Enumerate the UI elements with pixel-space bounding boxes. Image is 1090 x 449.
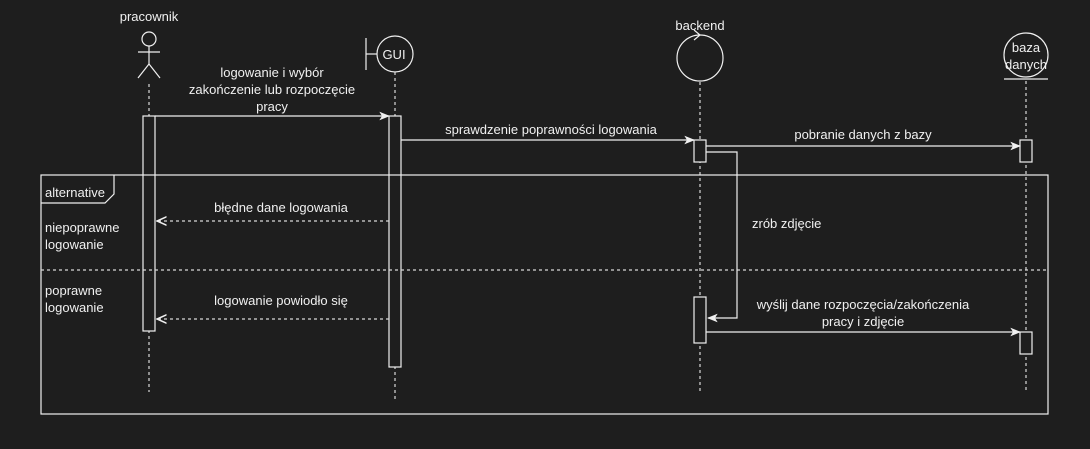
message-bad-login[interactable]: błędne dane logowania (157, 200, 389, 221)
actor-icon (137, 31, 161, 79)
message-validate-label: sprawdzenie poprawności logowania (445, 122, 658, 137)
message-fetch[interactable]: pobranie danych z bazy (706, 127, 1022, 151)
activation-backend-1 (693, 139, 707, 163)
participant-worker[interactable]: pracownik (120, 9, 179, 79)
alt-fragment-frame (40, 174, 1049, 415)
entity-icon (1003, 32, 1049, 80)
message-send-line2: pracy i zdjęcie (822, 314, 904, 329)
message-bad-login-label: błędne dane logowania (214, 200, 348, 215)
participant-label-db-line1: baza (1012, 40, 1041, 55)
message-login-line3: pracy (256, 99, 288, 114)
message-login[interactable]: logowanie i wybór zakończenie lub rozpoc… (155, 65, 391, 121)
alt-fragment-tab (41, 175, 115, 204)
guard-invalid-line2: logowanie (45, 237, 104, 252)
message-validate[interactable]: sprawdzenie poprawności logowania (401, 122, 696, 145)
activation-worker (142, 115, 156, 332)
message-login-ok-label: logowanie powiodło się (214, 293, 348, 308)
activation-gui (388, 115, 402, 368)
participant-label-worker: pracownik (120, 9, 179, 24)
message-fetch-label: pobranie danych z bazy (794, 127, 932, 142)
participant-gui[interactable]: GUI (365, 35, 414, 73)
control-icon (676, 29, 724, 82)
message-login-line1: logowanie i wybór (220, 65, 324, 80)
participant-label-db-line2: danych (1005, 57, 1047, 72)
message-login-line2: zakończenie lub rozpoczęcie (189, 82, 355, 97)
participant-label-backend: backend (675, 18, 724, 33)
message-login-ok[interactable]: logowanie powiodło się (157, 293, 389, 319)
activation-db-1 (1019, 139, 1033, 163)
message-photo[interactable]: zrób zdjęcie (706, 151, 821, 323)
message-photo-arrow (706, 151, 738, 323)
participant-label-gui: GUI (382, 47, 405, 62)
message-send-line1: wyślij dane rozpoczęcia/zakończenia (756, 297, 970, 312)
participant-backend[interactable]: backend (675, 18, 725, 82)
message-photo-label: zrób zdjęcie (752, 216, 821, 231)
guard-valid-line1: poprawne (45, 283, 102, 298)
message-send[interactable]: wyślij dane rozpoczęcia/zakończenia prac… (706, 297, 1022, 337)
alt-fragment-label: alternative (45, 185, 105, 200)
guard-valid-line2: logowanie (45, 300, 104, 315)
alt-fragment: alternative niepoprawne logowanie popraw… (40, 174, 1049, 415)
participant-database[interactable]: baza danych (1003, 32, 1049, 80)
activation-db-2 (1019, 331, 1033, 355)
guard-invalid-line1: niepoprawne (45, 220, 119, 235)
activation-backend-2 (693, 296, 707, 344)
